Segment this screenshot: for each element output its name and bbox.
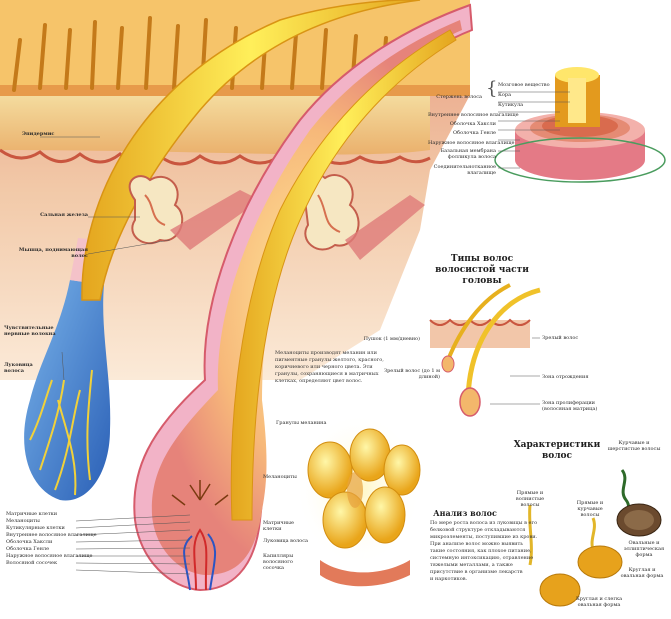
hair-types-diagram — [429, 283, 541, 417]
cross-section-label: Базальная мембрана фолликула волоса — [440, 148, 496, 160]
cross-section-label: Соединительнотканное влагалище — [433, 164, 496, 176]
bulb-layer: Наружное волосяное влагалище — [6, 553, 93, 559]
label-melanin-granules: Гранулы меланина — [276, 420, 327, 426]
label-melanocytes: Меланоциты — [263, 474, 297, 480]
cross-section-label: Мозговое вещество — [498, 82, 550, 88]
characteristic-label: Круглая и слегка овальная форма — [575, 596, 623, 608]
characteristic-label: Прямые и курчавые волосы — [576, 500, 604, 518]
hair-cross-section — [494, 67, 666, 183]
bulb-layer: Внутреннее волосяное влагалище — [6, 532, 97, 538]
label-proliferation-zone: Зона пролиферации (волосяная матрица) — [542, 400, 598, 412]
epidermis-wavy-edge — [0, 148, 431, 166]
label-growth-zone: Зона отрождения — [542, 374, 589, 380]
label-vellus: Пушок (1 мм/дневно) — [363, 336, 420, 342]
bulb-layer: Матричные клетки — [6, 511, 58, 517]
label-hair-bulb: Луковица волоса — [263, 538, 308, 544]
label-mature-hair-left: Зрелый волос (до 1 м длиной) — [383, 368, 440, 380]
right-follicle-inner — [151, 20, 462, 575]
arrector-muscle-left — [170, 190, 260, 250]
characteristics-title: Характеристики волос — [513, 440, 601, 461]
label-epidermis: Эпидермис — [22, 131, 55, 137]
cross-section-label: Оболочка Хаксли — [449, 121, 496, 127]
sebaceous-gland-left — [128, 175, 184, 245]
arrector-muscle-right — [345, 195, 425, 260]
left-follicle-sheath — [24, 280, 111, 501]
label-sensory-nerves: Чувствительные нервные волокна — [4, 325, 56, 337]
bulb-layer: Волосяной сосочек — [6, 560, 58, 566]
characteristic-label: Овальные и эллиптическая форма — [623, 540, 665, 558]
analysis-title: Анализ волос — [433, 508, 497, 518]
bulb-layer: Меланоциты — [6, 518, 40, 524]
cross-section-shaft-group: Стержень волоса — [436, 94, 482, 100]
label-sebaceous-gland: Сальная железа — [40, 212, 88, 218]
label-arrector-muscle: Мышца, поднимающая волос — [18, 247, 88, 259]
bulb-layer: Кутикулярные клетки — [6, 525, 65, 531]
hair-types-title: Типы волос волосистой части головы — [435, 254, 529, 286]
melanocyte-branches — [171, 480, 229, 506]
brace-icon: { — [486, 78, 498, 99]
bulb-layer: Оболочка Генле — [6, 546, 50, 552]
cross-section-label: Наружное волосяное влагалище — [428, 140, 515, 146]
label-mature-hair-right: Зрелый волос — [542, 335, 579, 341]
leader-lines — [40, 91, 570, 575]
characteristic-label: Круглая и овальная форма — [620, 567, 664, 579]
hair-cross-section-shapes — [539, 503, 662, 607]
analysis-text: По мере роста волоса из луковицы в его б… — [430, 520, 538, 582]
label-papilla-capillaries: Капилляры волосяного сосочка — [263, 553, 294, 571]
left-hair-shaft — [81, 0, 421, 301]
characteristic-label: Прямые и волнистые волосы — [515, 490, 545, 508]
right-hair-shaft — [230, 29, 457, 521]
melanin-cell-cluster — [295, 412, 422, 587]
cross-section-label: Кутикула — [498, 102, 524, 108]
sensory-nerve-fibers — [29, 369, 93, 496]
cross-section-label: Внутреннее волосяное влагалище — [428, 112, 519, 118]
melanin-description: Меланоциты производят меланин или пигмен… — [275, 350, 384, 384]
bulb-layer: Оболочка Хаксли — [6, 539, 53, 545]
cross-section-label: Кора — [498, 92, 512, 98]
label-matrix-cells: Матричные клетки — [263, 520, 294, 532]
cross-section-label: Оболочка Генле — [452, 130, 496, 136]
label-bulb: Луковица волоса — [4, 362, 33, 374]
characteristic-label: Курчавые и шерстистые волосы — [607, 440, 661, 452]
